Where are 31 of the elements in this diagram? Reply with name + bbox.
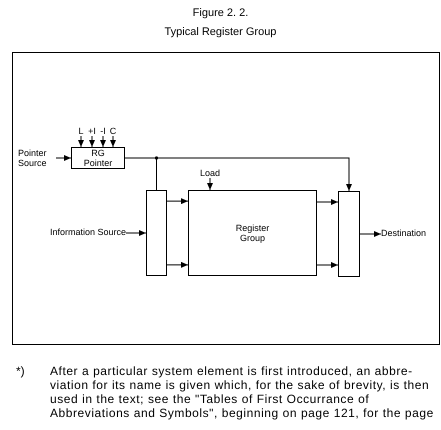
footnote-text: After a particular system element is first introduced, an abbre-viation for its name is given which, for the sake of brevity, is then used in the text; see the "Tables of First Occurrance of Abbreviations and Symbols", beginning on page 121, for the page	[50, 364, 435, 420]
tall-box	[338, 191, 360, 277]
arrow	[316, 199, 338, 206]
signal-label: +I	[87, 126, 97, 136]
arrow	[166, 262, 188, 268]
footnote-marker: *)	[16, 364, 25, 378]
pointer-box	[71, 147, 125, 169]
arrow	[100, 136, 106, 148]
arrow	[56, 155, 72, 161]
signal-label: L	[76, 126, 86, 136]
register-box	[188, 190, 317, 276]
signal-label: C	[108, 126, 118, 136]
signal-label: -I	[98, 126, 108, 136]
box-label: Register Group	[236, 223, 270, 243]
box-label: RG Pointer	[84, 148, 112, 168]
arrow	[166, 198, 188, 204]
arrow	[360, 231, 382, 237]
arrow	[207, 178, 213, 190]
figure-number: Figure 2. 2.	[192, 7, 250, 20]
arrow	[316, 262, 338, 268]
arrow	[124, 158, 352, 192]
arrow	[78, 136, 84, 148]
arrow	[110, 136, 116, 148]
destination-label: Destination	[381, 228, 438, 240]
source-label: Pointer Source	[18, 148, 56, 168]
arrow	[89, 136, 95, 148]
tall-box	[146, 190, 167, 276]
figure-title: Typical Register Group	[164, 26, 278, 39]
arrow	[126, 230, 146, 236]
source-label: Information Source	[33, 227, 126, 239]
signal-label: Load	[198, 168, 222, 178]
